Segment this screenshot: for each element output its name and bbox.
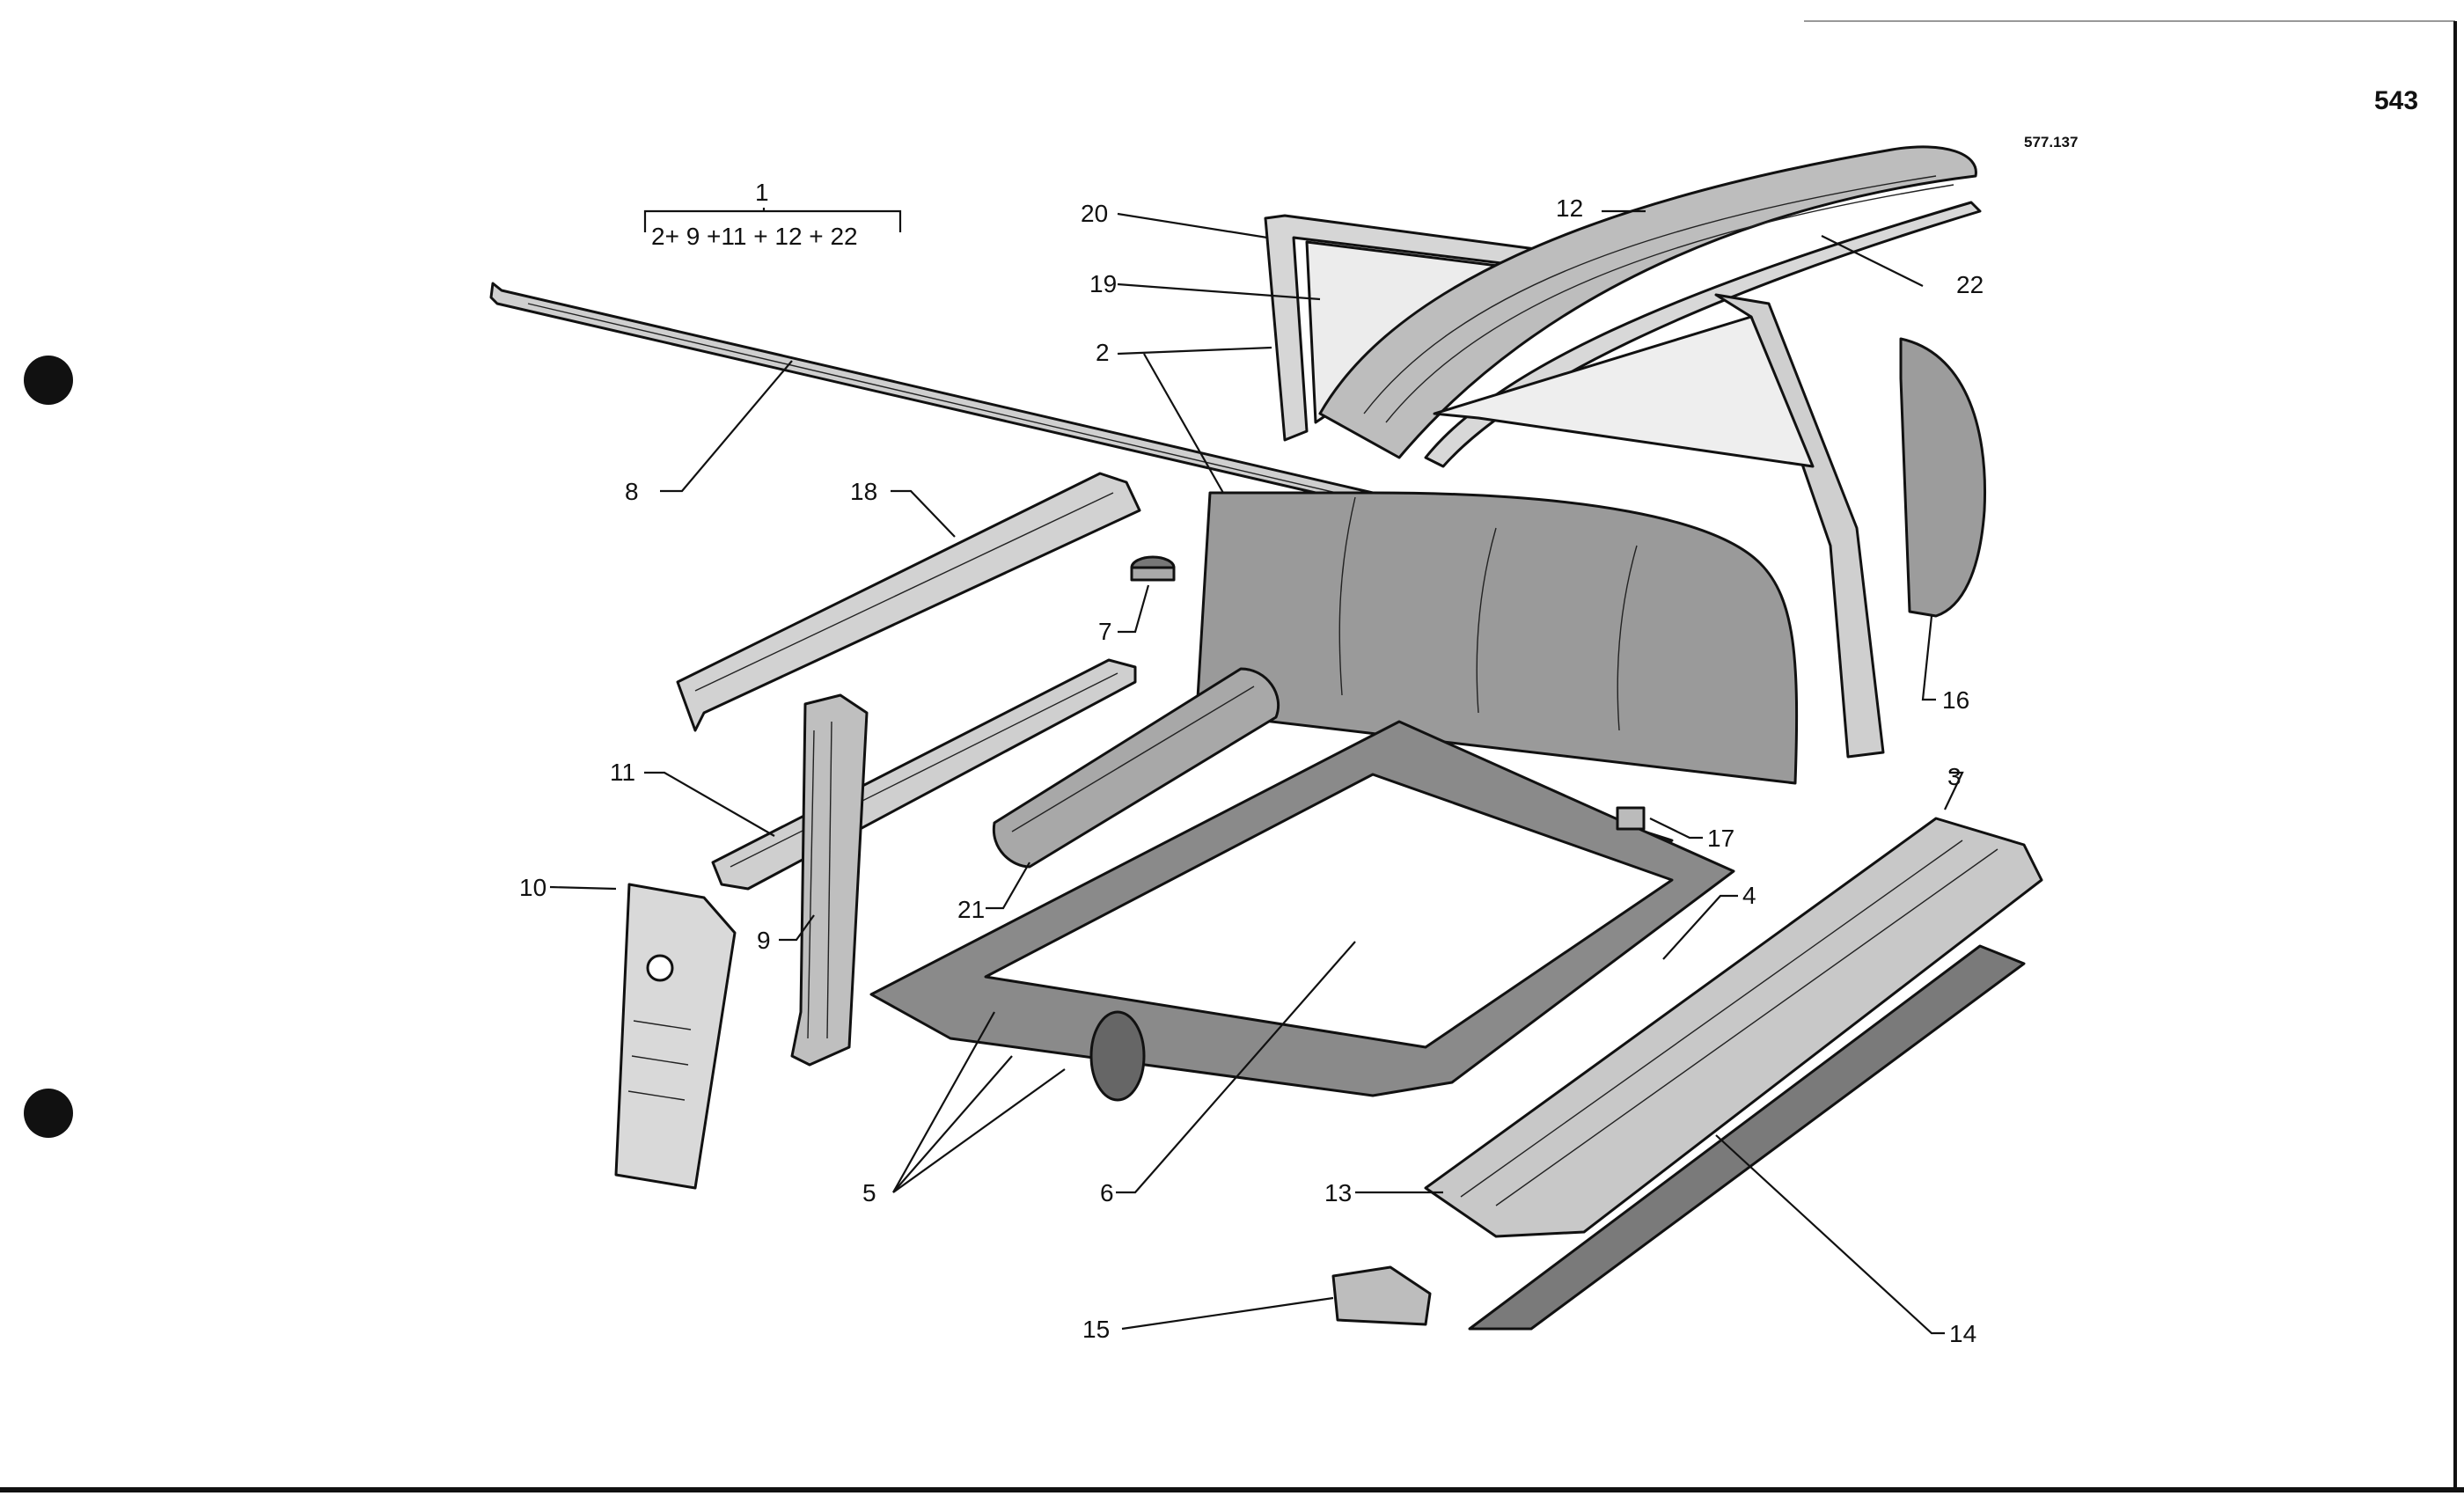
part-9-pillar: [790, 693, 869, 1067]
binder-hole-bottom: [24, 1089, 73, 1138]
callout-19: 19: [1089, 270, 1117, 297]
reference-code: 577.137: [2024, 134, 2078, 150]
callout-11: 11: [610, 759, 635, 786]
rear-quarter-pillar: [1433, 293, 1885, 759]
callout-9: 9: [757, 927, 771, 954]
callout-21: 21: [957, 896, 985, 923]
part-8-roof-rail: [489, 282, 1375, 508]
callout-labels: 20 19 2 12 22 8 18 7 16 11 3 17 10 4 21 …: [519, 194, 1984, 1347]
scan-mask: [0, 1329, 774, 1487]
callout-3: 3: [1947, 763, 1962, 790]
part-2-inner-panel: [1195, 491, 1799, 785]
callout-22: 22: [1956, 271, 1984, 298]
leader-lines: [549, 209, 1964, 1335]
page-number: 543: [2374, 86, 2418, 115]
part-10-bracket: [614, 883, 737, 1190]
callout-5: 5: [862, 1179, 876, 1206]
callout-18: 18: [850, 478, 877, 505]
part-18-rail: [676, 472, 1141, 732]
assembly-formula: 1 2+ 9 +11 + 12 + 22: [643, 179, 902, 250]
part-16-trim-panel: [1899, 337, 1987, 618]
callout-13: 13: [1324, 1179, 1352, 1206]
callout-4: 4: [1742, 882, 1756, 909]
binder-hole-top: [24, 356, 73, 405]
assembly-label: 1: [755, 179, 769, 206]
callout-15: 15: [1082, 1316, 1110, 1343]
part-14-sill-plate: [1468, 944, 2026, 1331]
callout-17: 17: [1707, 825, 1734, 852]
part-17-clip: [1616, 806, 1646, 831]
callout-7: 7: [1098, 618, 1112, 645]
part-21-channel: [992, 667, 1280, 869]
part-15-small-bracket: [1331, 1265, 1432, 1326]
callout-6: 6: [1100, 1179, 1114, 1206]
callout-20: 20: [1081, 200, 1108, 227]
callout-14: 14: [1949, 1320, 1976, 1347]
callout-12: 12: [1556, 194, 1583, 222]
part-4-5-floor-frame: [869, 720, 1735, 1102]
callout-8: 8: [625, 478, 639, 505]
callout-10: 10: [519, 874, 546, 901]
callout-2-upper: 2: [1096, 339, 1110, 366]
part-3-13-crossmember: [1424, 817, 2043, 1238]
assembly-parts: 2+ 9 +11 + 12 + 22: [651, 223, 858, 250]
part-7-grommet: [1130, 555, 1176, 582]
callout-16: 16: [1942, 686, 1969, 714]
